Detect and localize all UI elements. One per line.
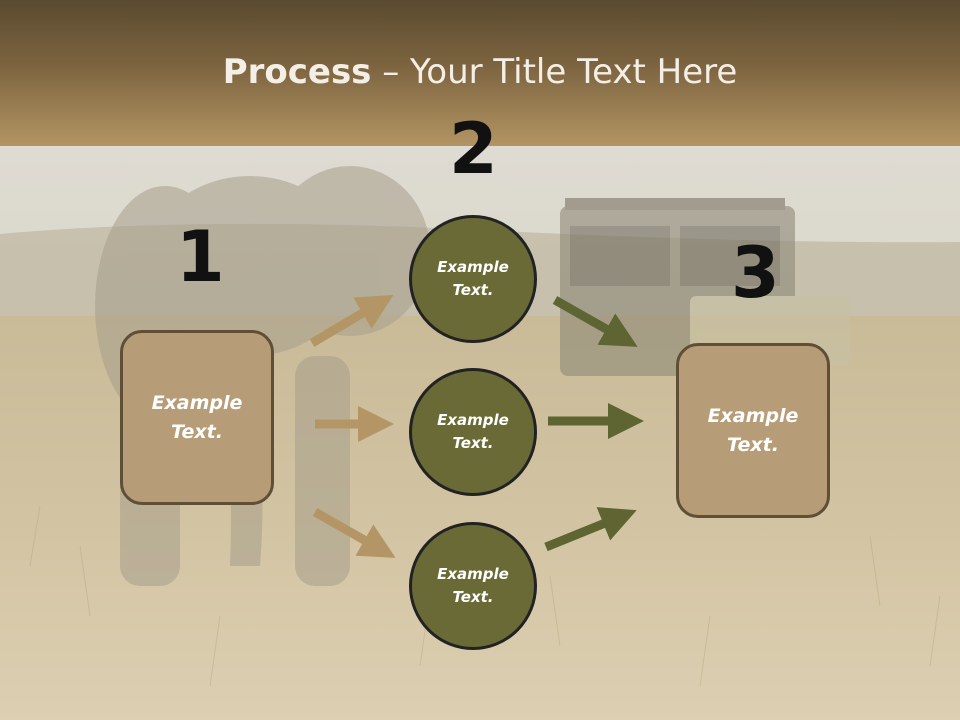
step-1-text: Example Text. — [151, 391, 243, 443]
circle-middle-text: Example Text. — [437, 411, 509, 452]
arrow-1-to-bottom — [312, 508, 396, 558]
title-bold: Process — [222, 52, 372, 92]
step-number-1: 1 — [176, 216, 225, 298]
step-2-circle-top: Example Text. — [409, 215, 537, 343]
circle-bottom-text: Example Text. — [437, 565, 509, 606]
step-2-circle-bottom: Example Text. — [409, 522, 537, 650]
arrow-1-to-top — [309, 294, 394, 347]
step-3-text: Example Text. — [707, 404, 799, 456]
step-1-box: Example Text. — [120, 330, 274, 505]
title-rest: – Your Title Text Here — [371, 52, 738, 92]
step-number-3: 3 — [731, 232, 780, 314]
step-number-2: 2 — [449, 108, 498, 190]
step-2-circle-middle: Example Text. — [409, 368, 537, 496]
arrow-bottom-to-3 — [544, 507, 637, 552]
header-band — [0, 0, 960, 146]
step-3-box: Example Text. — [676, 343, 830, 518]
circle-top-text: Example Text. — [437, 258, 509, 299]
slide-title: Process – Your Title Text Here — [0, 52, 960, 92]
arrow-top-to-3 — [552, 296, 638, 347]
